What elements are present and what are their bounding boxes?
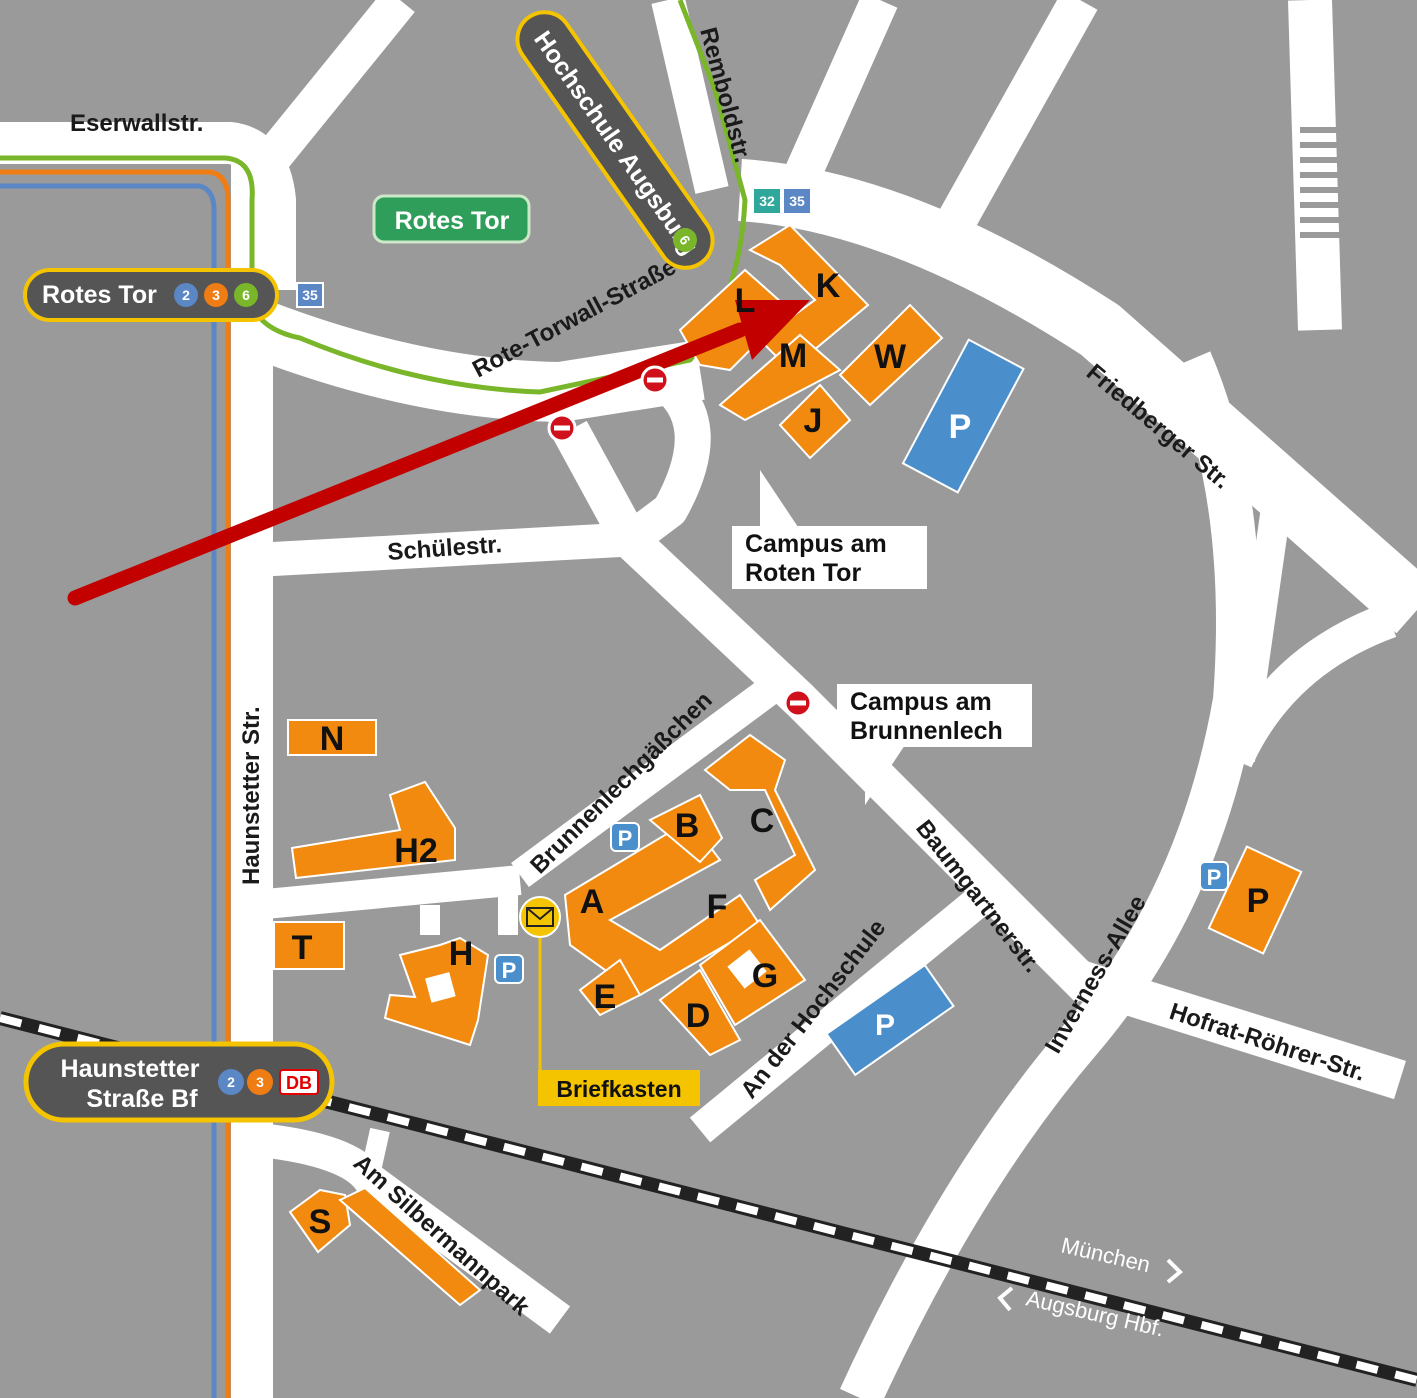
building-K-shape — [747, 223, 870, 372]
building-label-D: D — [686, 997, 711, 1035]
street-haunstetter: Haunstetter Str. — [238, 706, 265, 885]
parking-icon: P — [1199, 861, 1229, 891]
building-label-T: T — [292, 929, 313, 967]
no-entry-signs — [547, 365, 813, 718]
park-rotes-tor: Rotes Tor — [372, 194, 531, 244]
parking-label-top: P — [949, 408, 972, 446]
svg-text:3: 3 — [256, 1074, 264, 1090]
building-H2-shape — [290, 780, 456, 880]
route-arrow — [67, 300, 810, 606]
station-haunstetter-bf: Haunstetter Straße Bf 2 3 DB — [23, 1041, 335, 1123]
svg-text:Rotes Tor: Rotes Tor — [395, 207, 510, 235]
building-label-F: F — [707, 888, 728, 926]
no-entry-icon — [783, 688, 813, 718]
svg-text:DB: DB — [286, 1073, 312, 1093]
parking-areas — [825, 338, 1025, 1077]
svg-text:Rotes Tor: Rotes Tor — [42, 281, 157, 309]
building-M-shape — [718, 333, 842, 422]
campus-brunnenlech-line1: Campus am — [850, 688, 992, 716]
svg-text:3: 3 — [212, 287, 220, 303]
building-label-K: K — [816, 267, 841, 305]
building-label-J: J — [804, 402, 823, 440]
parking-labels: P P P P P — [494, 408, 1229, 1042]
building-label-M: M — [779, 337, 807, 375]
svg-text:Straße Bf: Straße Bf — [86, 1085, 198, 1113]
building-label-E: E — [594, 978, 617, 1016]
svg-text:P: P — [502, 958, 517, 983]
building-S2-shape — [338, 1186, 482, 1307]
tram-line-2 — [0, 183, 217, 1398]
building-label-N: N — [320, 720, 345, 758]
chevron-right-icon — [1166, 1258, 1183, 1284]
building-label-L: L — [735, 282, 756, 320]
building-label-A: A — [580, 883, 605, 921]
envelope-icon — [526, 907, 554, 927]
tram-line-3 — [0, 169, 231, 1398]
svg-text:6: 6 — [242, 287, 250, 303]
building-label-S: S — [309, 1203, 332, 1241]
parking-icon: P — [494, 954, 524, 984]
chevron-left-icon — [997, 1286, 1014, 1312]
no-entry-icon — [640, 365, 670, 395]
campus-roten-tor-line2: Roten Tor — [745, 559, 861, 587]
building-N-shape — [287, 719, 377, 756]
building-W-shape — [838, 303, 944, 407]
parking-lot-top — [901, 338, 1025, 494]
building-C-shape — [703, 733, 817, 912]
svg-text:35: 35 — [302, 287, 318, 303]
building-label-W: W — [874, 338, 907, 376]
parking-lot-bottom — [825, 963, 955, 1077]
campus-callouts: Campus am Roten Tor Campus am Brunnenlec… — [732, 470, 1032, 805]
building-S-shape — [288, 1188, 352, 1254]
building-E-shape — [578, 958, 642, 1017]
building-courtyards — [425, 949, 767, 1003]
building-label-H: H — [449, 935, 474, 973]
building-labels: K L M W J N H2 T H A B C D E F G S P — [292, 267, 1270, 1241]
mailbox-label: Briefkasten — [556, 1076, 681, 1102]
svg-text:Haunstetter: Haunstetter — [61, 1055, 200, 1083]
svg-text:P: P — [1207, 865, 1222, 890]
svg-text:2: 2 — [227, 1074, 235, 1090]
building-B-shape — [648, 793, 724, 864]
building-label-C: C — [750, 802, 775, 840]
station-rotes-tor: Rotes Tor 2 3 6 — [23, 268, 279, 322]
building-T-shape — [273, 921, 345, 970]
no-entry-icon — [547, 413, 577, 443]
campus-brunnenlech-line2: Brunnenlech — [850, 717, 1003, 745]
parking-label-bottom: P — [875, 1009, 895, 1042]
building-label-B: B — [675, 807, 700, 845]
svg-text:35: 35 — [789, 193, 805, 209]
campus-roten-tor-line1: Campus am — [745, 530, 887, 558]
building-J-shape — [778, 383, 852, 460]
mailbox: Briefkasten — [519, 896, 700, 1106]
street-eserwall: Eserwallstr. — [70, 110, 203, 137]
svg-text:32: 32 — [759, 193, 775, 209]
building-D-shape — [658, 968, 742, 1057]
svg-text:P: P — [618, 826, 633, 851]
parking-icon: P — [610, 822, 640, 852]
building-label-P: P — [1247, 882, 1270, 920]
building-label-G: G — [752, 957, 778, 995]
crosswalk — [1300, 127, 1345, 238]
svg-text:2: 2 — [182, 287, 190, 303]
building-label-H2: H2 — [394, 832, 437, 870]
bus-stops: 35 32 35 — [296, 187, 812, 308]
